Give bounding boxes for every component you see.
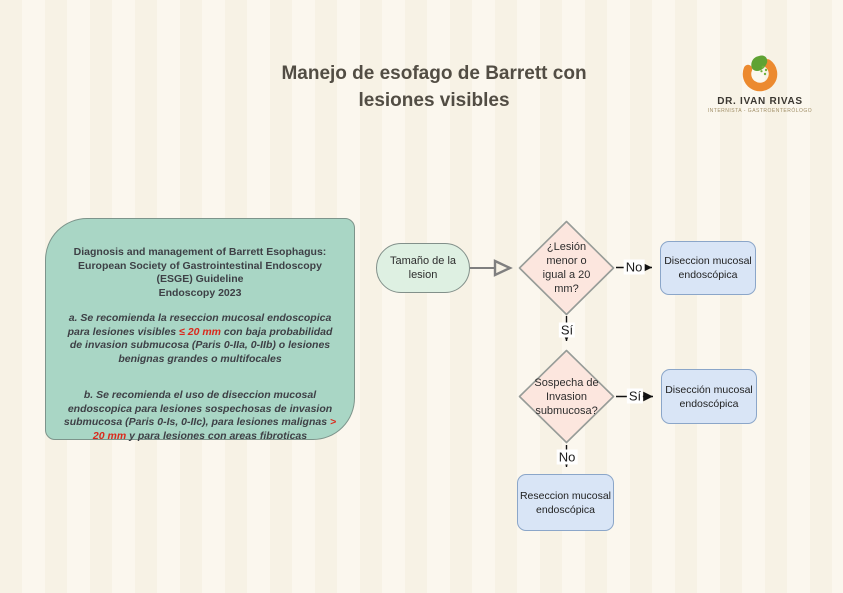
- start-node-label: Tamaño de la lesion: [389, 255, 457, 281]
- decision-submucosal-invasion-label: Sospecha de Invasion submucosa?: [518, 349, 615, 444]
- guideline-heading-line: European Society of Gastrointestinal End…: [78, 259, 322, 272]
- result-mucosal-resection-label: Reseccion mucosal endoscópica: [519, 489, 612, 516]
- result-mucosal-dissection-2: Disección mucosal endoscópica: [661, 369, 757, 424]
- decision-submucosal-invasion-text: Sospecha de Invasion submucosa?: [534, 376, 599, 417]
- decision-lesion-size-label: ¿Lesión menor o igual a 20 mm?: [518, 220, 615, 316]
- result-mucosal-dissection-1-label: Diseccion mucosal endoscópica: [664, 255, 752, 281]
- result-mucosal-dissection-1: Diseccion mucosal endoscópica: [660, 241, 756, 295]
- stomach-icon: [742, 55, 778, 92]
- logo-subtitle: INTERNISTA - GASTROENTERÓLOGO: [707, 108, 813, 114]
- page-title: Manejo de esofago de Barrett con lesione…: [234, 60, 634, 114]
- page-title-line-2: lesiones visibles: [358, 90, 510, 111]
- edge-label-no-1: No: [623, 259, 645, 275]
- decision-lesion-size-text: ¿Lesión menor o igual a 20 mm?: [542, 241, 591, 295]
- guideline-recommendation-a: a. Se recomienda la reseccion mucosal en…: [63, 312, 337, 366]
- size-threshold-highlight-a: ≤ 20 mm: [179, 325, 221, 338]
- size-threshold-highlight-b: > 20 mm: [92, 416, 337, 442]
- doctor-logo: DR. IVAN RIVAS INTERNISTA - GASTROENTERÓ…: [700, 52, 820, 114]
- recommendation-b-text: y para lesiones con areas fibroticas: [126, 429, 308, 442]
- guideline-heading-line: Endoscopy 2023: [158, 286, 242, 299]
- result-mucosal-resection: Reseccion mucosal endoscópica: [517, 474, 614, 531]
- edge-label-si-1: Sí: [558, 322, 576, 338]
- decision-diamond-shape: [518, 349, 615, 444]
- guideline-recommendation-b: b. Se recomienda el uso de diseccion muc…: [63, 389, 337, 443]
- page-title-line-1: Manejo de esofago de Barrett con: [281, 63, 587, 84]
- start-node-lesion-size: Tamaño de la lesion: [376, 243, 470, 293]
- guideline-heading-line: Diagnosis and management of Barrett Esop…: [73, 246, 327, 258]
- recommendation-a-text: con baja probabilidad de invasion submuc…: [69, 325, 333, 365]
- decision-lesion-size: ¿Lesión menor o igual a 20 mm?: [518, 220, 615, 316]
- result-mucosal-dissection-2-label: Disección mucosal endoscópica: [665, 383, 753, 410]
- edge-label-si-2: Sí: [626, 388, 644, 404]
- decision-submucosal-invasion: Sospecha de Invasion submucosa?: [518, 349, 615, 444]
- recommendation-a-text: a. Se recomienda la reseccion mucosal en…: [67, 312, 332, 338]
- guideline-heading: Diagnosis and management of Barrett Esop…: [63, 246, 337, 300]
- guideline-box: Diagnosis and management of Barrett Esop…: [45, 218, 355, 443]
- logo-name: DR. IVAN RIVAS: [717, 96, 803, 107]
- recommendation-b-text: b. Se recomienda el uso de diseccion muc…: [63, 389, 333, 428]
- edge-label-no-2: No: [556, 449, 578, 465]
- decision-diamond-shape: [518, 220, 615, 316]
- guideline-heading-line: (ESGE) Guideline: [156, 273, 244, 285]
